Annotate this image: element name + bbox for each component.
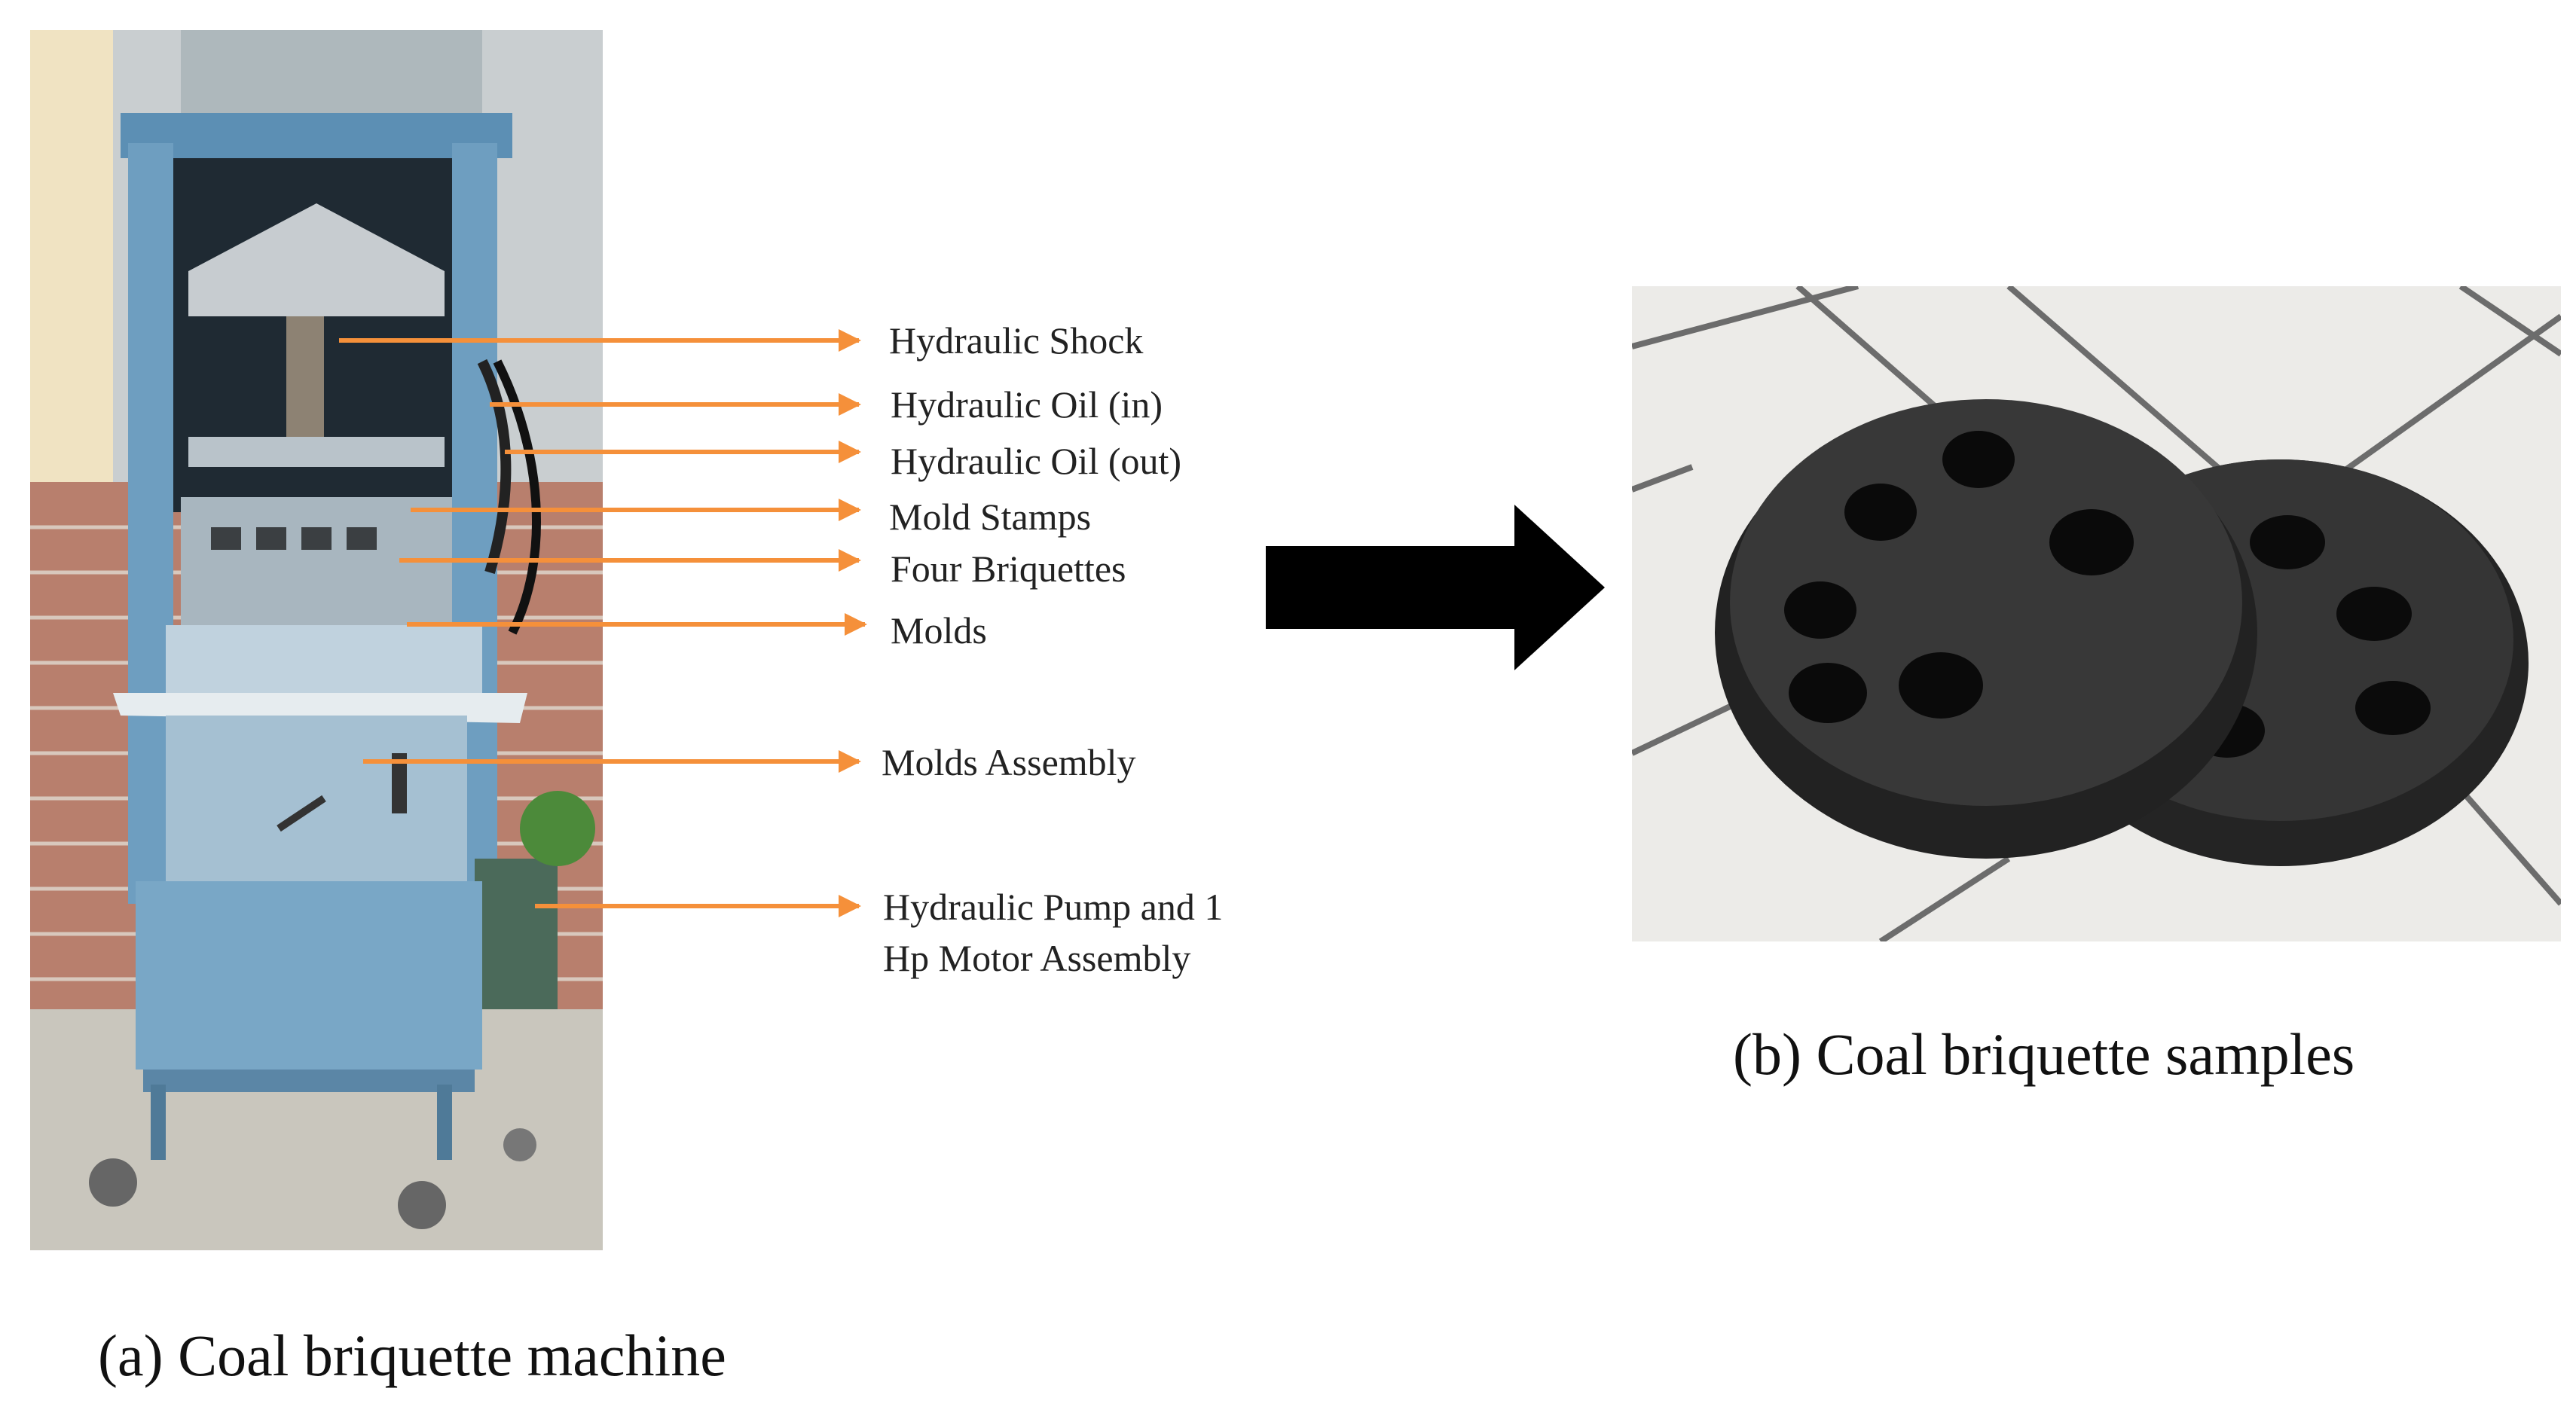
briquette-photo (1632, 286, 2561, 941)
label-mold-stamps: Mold Stamps (889, 496, 1092, 538)
label-molds: Molds (891, 609, 987, 651)
label-four-briquettes: Four Briquettes (891, 548, 1126, 590)
label-hydraulic-pump-line1: Hydraulic Pump and 1 (883, 886, 1224, 928)
label-hydraulic-oil-in: Hydraulic Oil (in) (891, 383, 1163, 426)
label-hydraulic-oil-out: Hydraulic Oil (out) (891, 440, 1182, 482)
caption-panel-b: (b) Coal briquette samples (1733, 1021, 2355, 1087)
transition-arrow (1266, 505, 1605, 670)
label-hydraulic-shock: Hydraulic Shock (889, 319, 1144, 362)
label-hydraulic-pump-line2: Hp Motor Assembly (883, 937, 1191, 979)
machine-photo (30, 30, 603, 1250)
label-molds-assembly: Molds Assembly (882, 741, 1136, 783)
caption-panel-a: (a) Coal briquette machine (98, 1323, 726, 1388)
